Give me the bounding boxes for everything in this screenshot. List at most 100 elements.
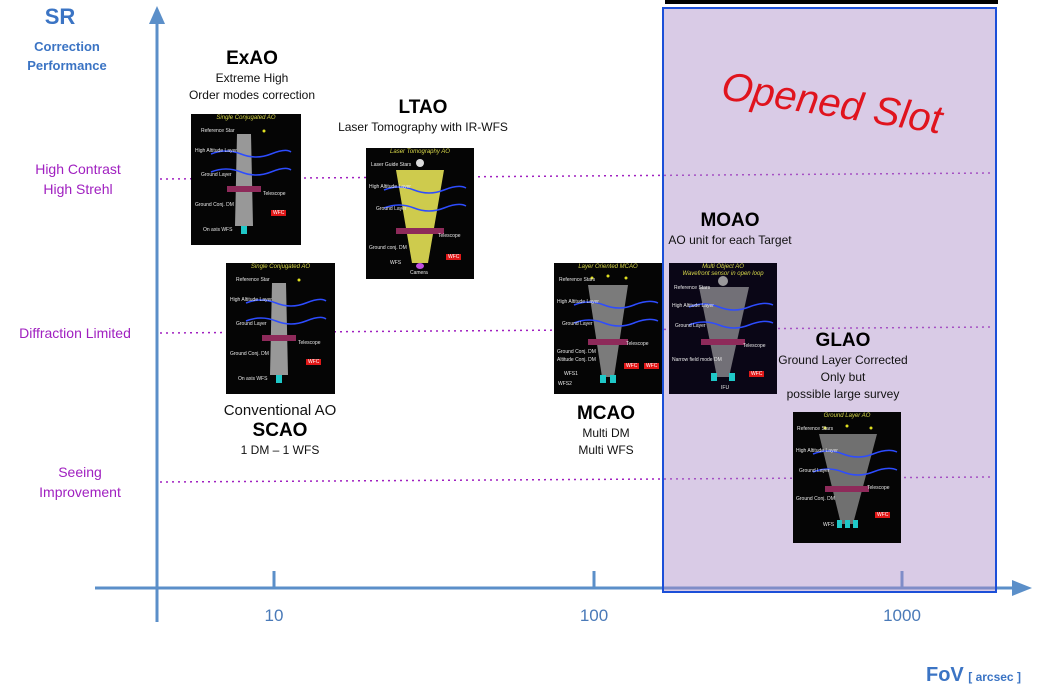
glao-diagram: Ground Layer AO Reference Stars High Alt… bbox=[793, 412, 901, 543]
moao-diagram-subtitle: Wavefront sensor in open loop bbox=[682, 271, 764, 277]
ltao-label-2: Ground Layer bbox=[376, 206, 407, 212]
y-axis-title: SR bbox=[44, 4, 76, 29]
x-tick-label-1000: 1000 bbox=[883, 606, 921, 625]
scao-title: SCAO bbox=[252, 420, 308, 441]
scao-diagram: Single Conjugated AO Reference Star High… bbox=[226, 263, 335, 394]
glao-desc-3: possible large survey bbox=[786, 387, 900, 401]
x-axis-title: FoV [ arcsec ] bbox=[926, 664, 1021, 687]
x-axis-unit: [ arcsec ] bbox=[968, 670, 1021, 684]
moao-caption: MOAO AO unit for each Target bbox=[656, 210, 804, 249]
moao-label-0: Reference Stars bbox=[674, 285, 711, 291]
mcao-desc-1: Multi DM bbox=[582, 426, 630, 440]
level-line-seeing bbox=[159, 476, 993, 483]
mcao-wfc-box-2: WFC bbox=[644, 363, 660, 369]
exao-desc-2: Order modes correction bbox=[188, 88, 316, 102]
scao-caption: Conventional AO SCAO 1 DM – 1 WFS bbox=[200, 401, 360, 459]
glao-caption: GLAO Ground Layer Corrected Only but pos… bbox=[768, 330, 918, 403]
moao-wfc-box: WFC bbox=[749, 371, 765, 377]
glao-desc-2: Only but bbox=[820, 370, 866, 384]
moao-beam-graphic bbox=[688, 276, 774, 381]
glao-label-3: Telescope bbox=[867, 485, 890, 491]
exao-beam-graphic bbox=[210, 129, 292, 234]
level-label-line: Seeing bbox=[58, 464, 102, 480]
level-label-seeing: Seeing Improvement bbox=[10, 462, 150, 502]
mcao-desc-2: Multi WFS bbox=[578, 443, 634, 457]
x-axis-arrow bbox=[1012, 580, 1032, 596]
y-axis-arrow bbox=[149, 6, 165, 24]
scao-label-5: On axis WFS bbox=[238, 376, 268, 382]
level-label-high-contrast: High Contrast High Strehl bbox=[8, 159, 148, 199]
moao-label-3: Telescope bbox=[743, 343, 766, 349]
mcao-label-2: Ground Layer bbox=[562, 321, 593, 327]
scao-wfc-box: WFC bbox=[306, 359, 322, 365]
ltao-beam-graphic bbox=[383, 159, 467, 269]
exao-caption: ExAO Extreme High Order modes correction bbox=[172, 48, 332, 104]
moao-label-1: High Altitude Layer bbox=[672, 303, 714, 309]
mcao-label-3: Telescope bbox=[626, 341, 649, 347]
x-tick-label-10: 10 bbox=[264, 606, 284, 625]
y-axis-subtitle-line1: Correction bbox=[34, 39, 100, 54]
moao-label-2: Ground Layer bbox=[675, 323, 706, 329]
mcao-beam-graphic bbox=[573, 274, 659, 383]
glao-label-2: Ground Layer bbox=[799, 468, 830, 474]
glao-desc-1: Ground Layer Corrected bbox=[778, 353, 908, 367]
scao-diagram-title: Single Conjugated AO bbox=[250, 264, 311, 270]
scao-label-2: Ground Layer bbox=[236, 321, 267, 327]
ltao-label-5: WFS bbox=[390, 260, 402, 266]
moao-label-5: IFU bbox=[721, 385, 730, 391]
exao-diagram-title: Single Conjugated AO bbox=[216, 115, 276, 121]
moao-diagram: Multi Object AO Wavefront sensor in open… bbox=[669, 263, 777, 394]
exao-label-1: High Altitude Layer bbox=[195, 148, 237, 154]
glao-label-1: High Altitude Layer bbox=[796, 448, 838, 454]
mcao-label-5: Altitude Conj. DM bbox=[557, 357, 596, 363]
glao-beam-graphic bbox=[812, 424, 898, 528]
ltao-label-3: Telescope bbox=[438, 233, 461, 239]
moao-diagram-title: Multi Object AO bbox=[702, 264, 744, 270]
exao-label-2: Ground Layer bbox=[201, 172, 232, 178]
mcao-label-7: WFS2 bbox=[558, 381, 572, 387]
ltao-wfc-box: WFC bbox=[446, 254, 462, 260]
ltao-caption: LTAO Laser Tomography with IR-WFS bbox=[338, 97, 508, 136]
exao-label-5: On axis WFS bbox=[203, 227, 233, 233]
exao-wfc-box: WFC bbox=[271, 210, 287, 216]
ltao-label-6: Camera bbox=[410, 270, 428, 276]
glao-title: GLAO bbox=[815, 330, 871, 351]
moao-desc-1: AO unit for each Target bbox=[668, 233, 792, 247]
exao-label-3: Telescope bbox=[263, 191, 286, 197]
scao-beam-graphic bbox=[245, 278, 327, 383]
x-tick-label-100: 100 bbox=[579, 606, 609, 625]
level-label-line: Improvement bbox=[39, 484, 121, 500]
glao-label-5: WFS bbox=[823, 522, 835, 528]
mcao-title: MCAO bbox=[576, 403, 636, 424]
scao-label-4: Ground Conj. DM bbox=[230, 351, 269, 357]
mcao-label-6: WFS1 bbox=[564, 371, 578, 377]
ltao-title: LTAO bbox=[398, 97, 448, 118]
ltao-label-4: Ground conj. DM bbox=[369, 245, 407, 251]
y-axis-subtitle: Correction Performance bbox=[12, 37, 122, 75]
exao-title: ExAO bbox=[226, 48, 278, 69]
exao-label-4: Ground Conj. DM bbox=[195, 202, 234, 208]
mcao-label-4: Ground Conj. DM bbox=[557, 349, 596, 355]
level-label-line: High Strehl bbox=[43, 181, 113, 197]
ltao-desc-1: Laser Tomography with IR-WFS bbox=[338, 120, 508, 134]
glao-diagram-title: Ground Layer AO bbox=[823, 413, 871, 419]
scao-desc-1: 1 DM – 1 WFS bbox=[240, 443, 320, 457]
exao-label-0: Reference Star bbox=[201, 128, 235, 134]
mcao-diagram-title: Layer Oriented MCAO bbox=[578, 264, 638, 270]
mcao-caption: MCAO Multi DM Multi WFS bbox=[536, 403, 676, 459]
level-label-line: Diffraction Limited bbox=[19, 325, 131, 341]
ltao-diagram: Laser Tomography AO Laser Guide Stars Hi… bbox=[366, 148, 474, 279]
moao-label-4: Narrow field mode DM bbox=[672, 357, 722, 363]
scao-label-3: Telescope bbox=[298, 340, 321, 346]
exao-diagram: Single Conjugated AO Reference Star High… bbox=[191, 114, 301, 245]
glao-wfc-box: WFC bbox=[875, 512, 891, 518]
mcao-diagram: Layer Oriented MCAO Reference Stars High… bbox=[554, 263, 662, 394]
mcao-label-1: High Altitude Layer bbox=[557, 299, 599, 305]
scao-label-0: Reference Star bbox=[236, 277, 270, 283]
y-axis-subtitle-line2: Performance bbox=[27, 58, 107, 73]
mcao-label-0: Reference Stars bbox=[559, 277, 596, 283]
mcao-wfc-box: WFC bbox=[624, 363, 640, 369]
scao-label-1: High Altitude Layer bbox=[230, 297, 272, 303]
x-axis-title-text: FoV bbox=[926, 664, 964, 686]
ltao-label-0: Laser Guide Stars bbox=[371, 162, 412, 168]
